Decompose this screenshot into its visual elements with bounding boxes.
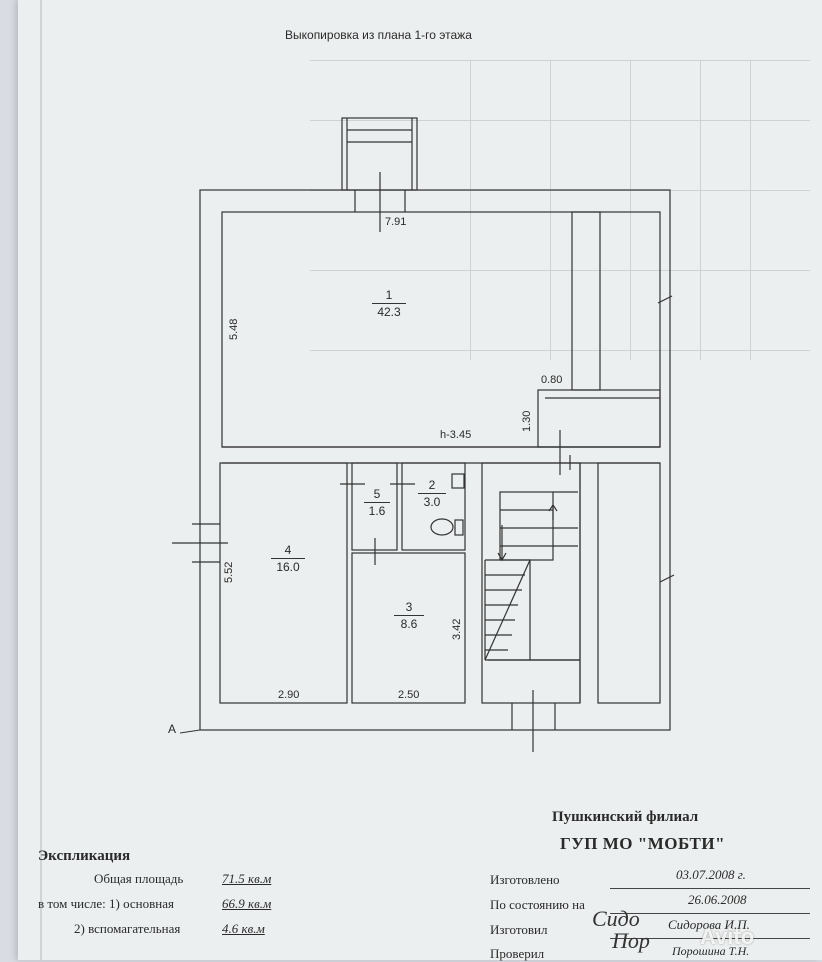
paper-sheet	[18, 0, 822, 960]
executor-line	[610, 938, 810, 939]
room-2-outline	[401, 462, 466, 551]
checker-name: Порошина Т.Н.	[672, 944, 750, 958]
total-area-label: Общая площадь	[94, 871, 184, 886]
aux-area-label: 2) вспомагательная	[74, 921, 181, 936]
signature-checker: Пор	[612, 928, 650, 953]
aux-area-value: 4.6 кв.м	[222, 921, 265, 936]
paper-fold	[40, 0, 42, 960]
dim-left-height-upper: 5.48	[228, 318, 240, 340]
room-4-outline	[219, 462, 348, 704]
dim-left-height-lower: 5.52	[223, 561, 235, 583]
ceiling-height: h-3.45	[440, 429, 472, 441]
organization-name: ГУП МО "МОБТИ"	[560, 834, 726, 853]
explication-title: Экспликация	[38, 848, 131, 864]
state-date: 26.06.2008	[688, 892, 747, 907]
dim-pillar-height: 1.30	[521, 410, 533, 432]
signature-executor: Сидо	[592, 906, 640, 931]
state-label: По состоянию на	[490, 897, 585, 912]
executor-label: Изготовил	[490, 922, 548, 937]
dim-top-width: 7.91	[385, 216, 407, 228]
made-date: 03.07.2008 г.	[676, 867, 746, 882]
main-area-value: 66.9 кв.м	[222, 896, 272, 911]
outer-wall-outline	[199, 189, 671, 731]
room-1-outline	[221, 211, 661, 448]
made-label: Изготовлено	[490, 872, 560, 887]
made-line	[610, 888, 810, 889]
dim-room4-width: 2.90	[278, 689, 300, 701]
dim-pillar-width: 0.80	[541, 374, 563, 386]
main-area-label: в том числе: 1) основная	[38, 896, 174, 911]
room-3-outline	[351, 552, 466, 704]
axis-label-a: A	[168, 722, 177, 736]
branch-name: Пушкинский филиал	[552, 809, 699, 825]
total-area-value: 71.5 кв.м	[222, 871, 272, 886]
dim-room3-width: 2.50	[398, 689, 420, 701]
avito-watermark: Avito	[700, 924, 755, 949]
plan-title: Выкопировка из плана 1-го этажа	[285, 28, 472, 42]
executor-name: Сидорова И.П.	[668, 917, 750, 932]
state-line	[610, 913, 810, 914]
dim-room3-height: 3.42	[451, 618, 463, 640]
checker-label: Проверил	[490, 946, 545, 961]
